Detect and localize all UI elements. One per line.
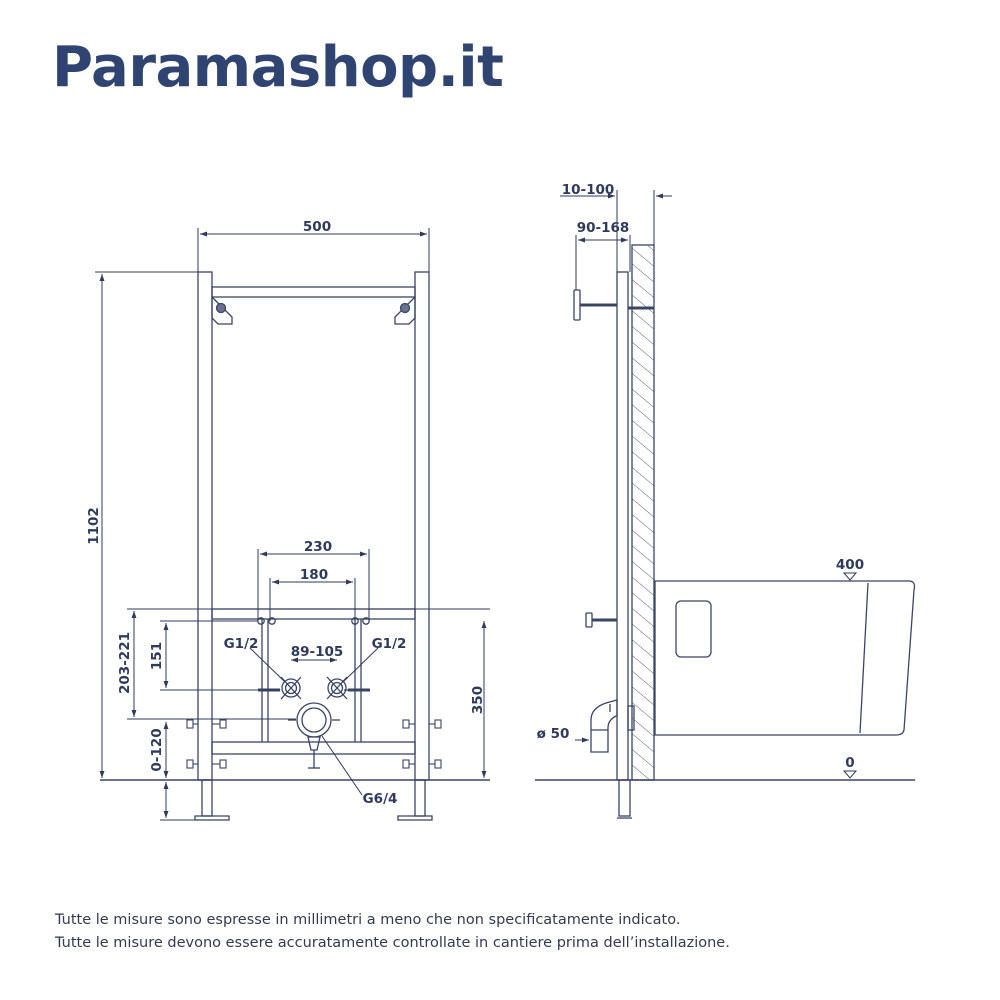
mid-anchor-bolt (585, 612, 617, 628)
middle-crossbar (211, 608, 416, 620)
brand-logo-text: Paramashop.it (52, 35, 504, 100)
right-foot (397, 815, 433, 821)
side-dimensions (560, 190, 858, 779)
inlet-height-label: 151 (149, 642, 165, 670)
right-inlet-fitting (326, 676, 370, 700)
wall-offset-label: 10-100 (562, 182, 615, 198)
front-dimensions (95, 228, 490, 821)
pipe-diameter-label: ø 50 (537, 726, 570, 742)
drain-fitting (288, 702, 340, 769)
wall-section (631, 244, 655, 781)
side-labels: 10-100 90-168 ø 50 400 0 (537, 182, 864, 771)
top-level-label: 400 (836, 557, 864, 573)
measurement-note: Tutte le misure sono espresse in millime… (55, 912, 681, 928)
wall-hung-toilet (654, 580, 916, 736)
inlet-range-label: 203-221 (117, 632, 133, 694)
right-upright (414, 271, 430, 781)
left-leg (201, 779, 213, 817)
verification-note: Tutte le misure devono essere accuratame… (55, 935, 730, 951)
top-crossbar (211, 286, 416, 298)
right-bracket (394, 295, 416, 325)
drain-height-label: 350 (470, 686, 486, 714)
side-clamps (186, 719, 442, 769)
inner-spacing-label: 180 (300, 567, 328, 583)
flush-plate (675, 600, 712, 658)
right-anchor (399, 302, 411, 314)
left-inlet-fitting (258, 676, 302, 700)
foot-range-label: 0-120 (149, 728, 165, 771)
right-leg (414, 779, 426, 817)
side-upright (616, 271, 629, 781)
top-spacing-label: 230 (304, 539, 332, 555)
left-upright (197, 271, 213, 781)
drain-elbow (590, 699, 635, 753)
left-bracket (211, 295, 233, 325)
inlet-right-label: G1/2 (372, 636, 407, 652)
left-foot (194, 815, 230, 821)
width-label: 500 (303, 219, 331, 235)
bolt-projection-label: 90-168 (577, 220, 630, 236)
inlet-left-label: G1/2 (224, 636, 259, 652)
left-anchor (215, 302, 227, 314)
height-label: 1102 (86, 507, 102, 545)
side-leg (618, 779, 631, 817)
side-view (535, 244, 916, 819)
front-labels: 500 230 180 G1/2 G1/2 89-105 G6/4 1102 2… (86, 219, 486, 807)
drain-label: G6/4 (363, 791, 398, 807)
top-anchor-bolt (573, 289, 654, 321)
inlet-spacing-label: 89-105 (291, 644, 344, 660)
floor-level-label: 0 (845, 755, 854, 771)
